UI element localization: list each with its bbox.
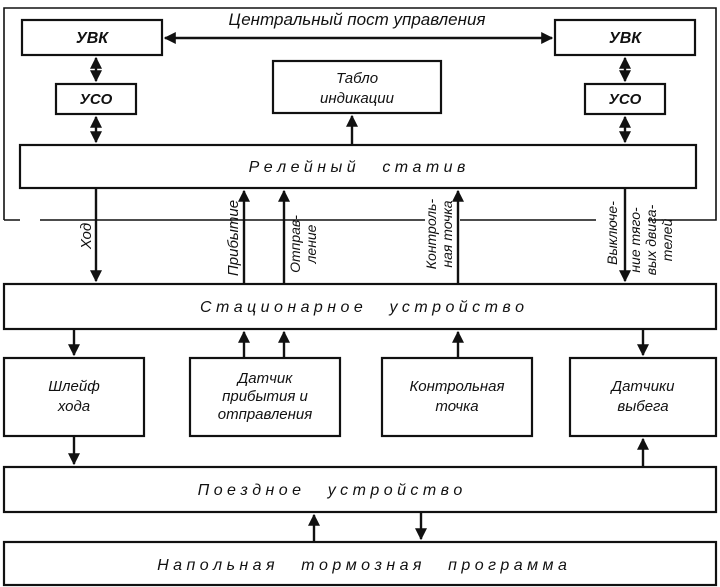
display-board-block (271, 59, 443, 115)
relay-rack-block (18, 143, 698, 190)
onboard-device-block (2, 465, 718, 514)
display-board-label-line2: индикации (320, 90, 395, 107)
checkpoint-block (380, 356, 534, 438)
onboard-device-label: П о е з д н о е у с т р о й с т в о (198, 482, 463, 499)
uvk-left-label: УВК (76, 30, 109, 47)
checkpoint-label-line2: точка (435, 398, 478, 415)
uvk-right-label: УВК (609, 30, 642, 47)
departure-signal-label-line1: Отправ- (287, 215, 303, 273)
checkpoint-signal-label-line1: Контроль- (423, 198, 439, 269)
braking-program-label: Н а п о л ь н а я т о р м о з н а я п р … (157, 557, 567, 574)
motors-off-signal-label-line2: ние тяго- (627, 207, 643, 273)
braking-program-block (2, 540, 718, 587)
uvk-left-block (20, 18, 164, 57)
motors-off-signal-label-line4: телей (659, 219, 675, 262)
arrival-signal-label: Прибытие (225, 200, 242, 276)
uvk-right-block (553, 18, 697, 57)
central-post-title: Центральный пост управления (228, 10, 485, 29)
stationary-device-label: С т а ц и о н а р н о е у с т р о й с т … (200, 299, 524, 316)
run-signal-label: Ход (78, 223, 95, 250)
coast-sensors-label-line2: выбега (617, 398, 668, 415)
uso-left-block (54, 82, 138, 116)
motors-off-signal-label-line3: вых двига- (643, 204, 659, 275)
uso-left-label: УСО (80, 91, 113, 108)
arrival-departure-sensor-label-line3: отправления (218, 406, 313, 423)
display-board-label-line1: Табло (336, 70, 378, 87)
central-post-frame (3, 7, 717, 221)
checkpoint-signal-label-line2: ная точка (439, 200, 455, 267)
arrival-departure-sensor-label-line1: Датчик (236, 370, 294, 387)
motors-off-signal-label-line1: Выключе- (604, 201, 620, 265)
arrival-departure-sensor-label-line2: прибытия и (222, 388, 308, 405)
run-loop-label-line2: хода (57, 398, 90, 415)
stationary-device-block (2, 282, 718, 331)
uso-right-label: УСО (609, 91, 642, 108)
run-loop-block (2, 356, 146, 438)
coast-sensors-block (568, 356, 718, 438)
uso-right-block (583, 82, 667, 116)
arrival-departure-sensor-block (188, 356, 342, 438)
relay-rack-label: Р е л е й н ы й с т а т и в (249, 159, 466, 176)
checkpoint-label-line1: Контрольная (409, 378, 504, 395)
departure-signal-label-line2: ление (303, 224, 319, 264)
coast-sensors-label-line1: Датчики (610, 378, 676, 395)
run-loop-label-line1: Шлейф (48, 378, 100, 395)
